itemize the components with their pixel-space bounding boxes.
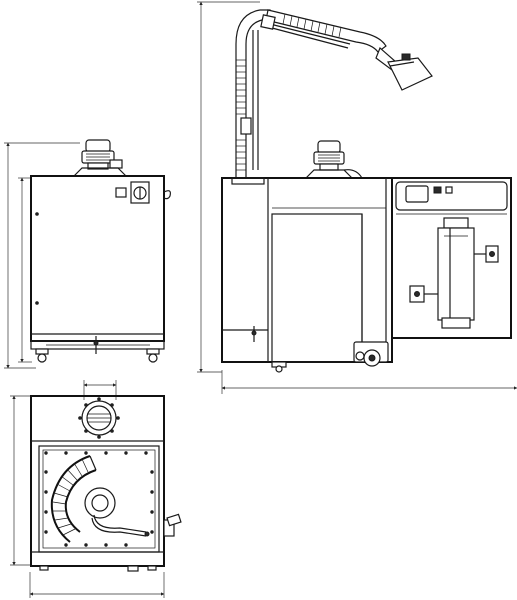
folded-hose <box>50 455 97 543</box>
filter-door <box>271 213 363 363</box>
bottom-feet <box>39 565 157 572</box>
top-housing <box>30 395 165 567</box>
screw <box>35 301 39 305</box>
display-screen <box>405 185 429 203</box>
wheels <box>271 341 389 373</box>
screw <box>35 212 39 216</box>
flange-bolts <box>78 397 120 439</box>
front-view <box>4 139 171 369</box>
top-view <box>10 380 182 598</box>
arm-joint <box>260 14 276 30</box>
side-cabinet <box>221 177 393 363</box>
cartridge-filter <box>437 227 475 321</box>
side-view <box>197 1 517 394</box>
indicator <box>433 186 442 194</box>
handle-knob <box>93 340 99 346</box>
cable-hook <box>163 190 171 200</box>
cartridge-bottom <box>441 317 471 329</box>
cartridge-top <box>443 217 469 229</box>
perimeter-screws <box>44 451 154 547</box>
indicator <box>445 186 453 194</box>
arm-joint <box>240 117 252 135</box>
indicator-lamp <box>115 187 127 198</box>
hood-inner-ring <box>91 494 109 512</box>
motor-unit <box>73 139 127 177</box>
control-box <box>391 177 512 339</box>
control-panel <box>395 181 508 211</box>
motor-unit <box>305 140 363 179</box>
support-rod <box>93 514 147 533</box>
extraction-arm <box>235 9 433 179</box>
hood-handle <box>401 53 411 61</box>
feet <box>35 348 160 363</box>
